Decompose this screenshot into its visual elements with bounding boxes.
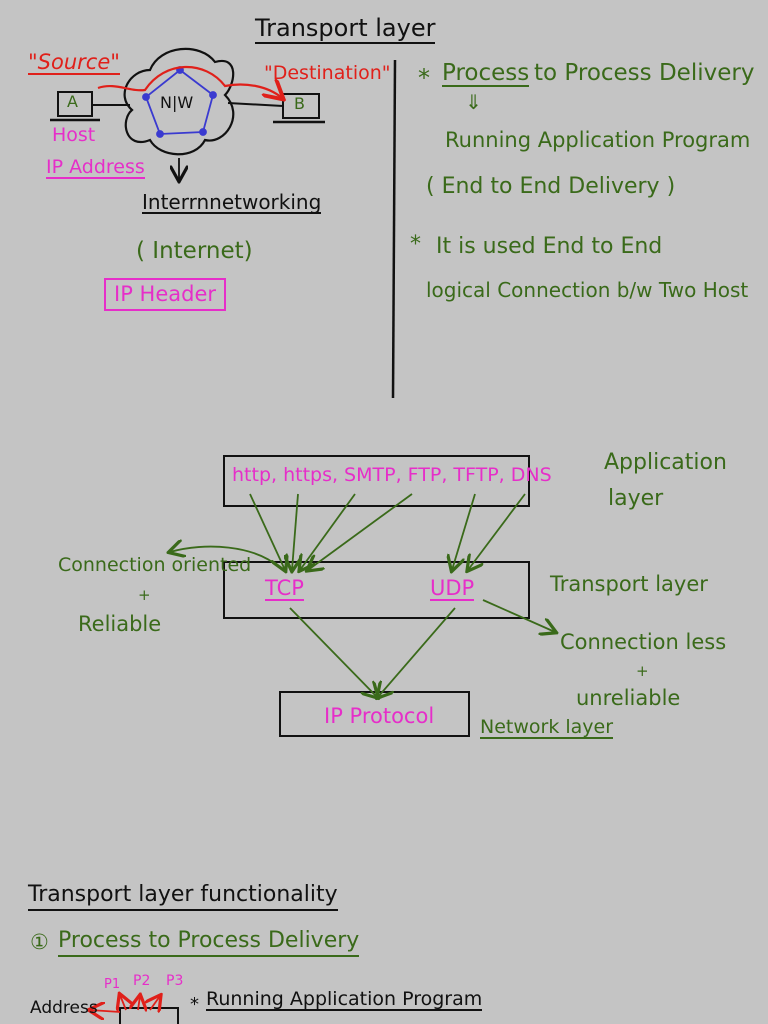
p1-arrow	[120, 995, 126, 1010]
unreliable-label: unreliable	[576, 686, 681, 710]
transport-layer-label: Transport layer	[550, 572, 708, 596]
destination-label: "Destination"	[264, 62, 391, 84]
process-box	[119, 1007, 179, 1024]
network-pentagon	[142, 66, 217, 138]
address-arrow	[90, 1010, 121, 1012]
network-label: N|W	[160, 93, 194, 112]
process-to-process-text: to Process Delivery	[534, 60, 755, 86]
arrow-tcp-connection-oriented	[170, 547, 281, 569]
internet-label: ( Internet)	[136, 238, 253, 264]
internetworking-label: Interrnnetworking	[142, 190, 322, 214]
running-app-bottom: Running Application Program	[206, 988, 483, 1011]
plus-sign-1: +	[138, 586, 151, 604]
p3-arrow	[150, 996, 160, 1010]
ip-address-label: IP Address	[46, 156, 145, 179]
page-title: Transport layer	[255, 14, 436, 44]
arrow-udp-ip	[378, 607, 456, 697]
arrow-udp-connectionless	[482, 599, 555, 632]
star-bullet-1: *	[418, 64, 430, 92]
host-b-label: B	[294, 94, 305, 113]
host-a-label: A	[67, 92, 78, 111]
process-word: Process	[442, 60, 530, 87]
down-double-arrow: ⇓	[465, 90, 482, 114]
plus-sign-2: +	[636, 662, 649, 680]
source-label: "Source"	[28, 50, 120, 75]
arrow-tftp-udp	[452, 493, 476, 570]
p1-label: P1	[104, 977, 121, 992]
p2-arrow	[138, 996, 140, 1010]
arrow-ftp-tcp	[308, 493, 413, 570]
process-delivery-item: Process to Process Delivery	[58, 930, 360, 957]
host-label: Host	[52, 124, 96, 146]
arrow-dns-udp	[468, 493, 526, 570]
reliable-label: Reliable	[78, 612, 162, 636]
connectionless-label: Connection less	[560, 630, 727, 654]
arrow-http-tcp	[249, 493, 285, 570]
p3-label: P3	[166, 973, 184, 989]
ip-header-box: IP Header	[104, 278, 226, 311]
running-app-text: Running Application Program	[445, 128, 751, 152]
functionality-heading: Transport layer functionality	[28, 884, 338, 911]
application-layer-label-2: layer	[608, 486, 664, 511]
transport-layer-box	[223, 561, 530, 619]
number-one-circle: ①	[30, 930, 49, 954]
star-bullet-2: *	[410, 232, 421, 257]
protocol-list: http, https, SMTP, FTP, TFTP, DNS	[232, 464, 552, 486]
link-cloud-b	[227, 102, 284, 107]
p2-label: P2	[133, 973, 151, 989]
logical-connection-text: logical Connection b/w Two Host	[426, 278, 749, 302]
star-bullet-3: *	[190, 994, 199, 1015]
tcp-label: TCP	[265, 576, 304, 601]
arrow-tcp-ip	[289, 607, 377, 697]
source-destination-arrow	[97, 65, 282, 98]
it-used-text: It is used End to End	[436, 234, 663, 259]
connection-oriented-label: Connection oriented	[58, 554, 252, 576]
end-to-end-text: ( End to End Delivery )	[426, 174, 676, 199]
udp-label: UDP	[430, 576, 475, 601]
vertical-divider	[391, 59, 397, 399]
ip-protocol-label: IP Protocol	[324, 704, 435, 728]
application-layer-box	[223, 455, 530, 507]
address-label: Address	[30, 998, 98, 1018]
network-cloud	[123, 47, 235, 156]
network-layer-label: Network layer	[480, 716, 614, 739]
arrow-https-tcp	[292, 493, 298, 570]
application-layer-label-1: Application	[604, 450, 727, 475]
